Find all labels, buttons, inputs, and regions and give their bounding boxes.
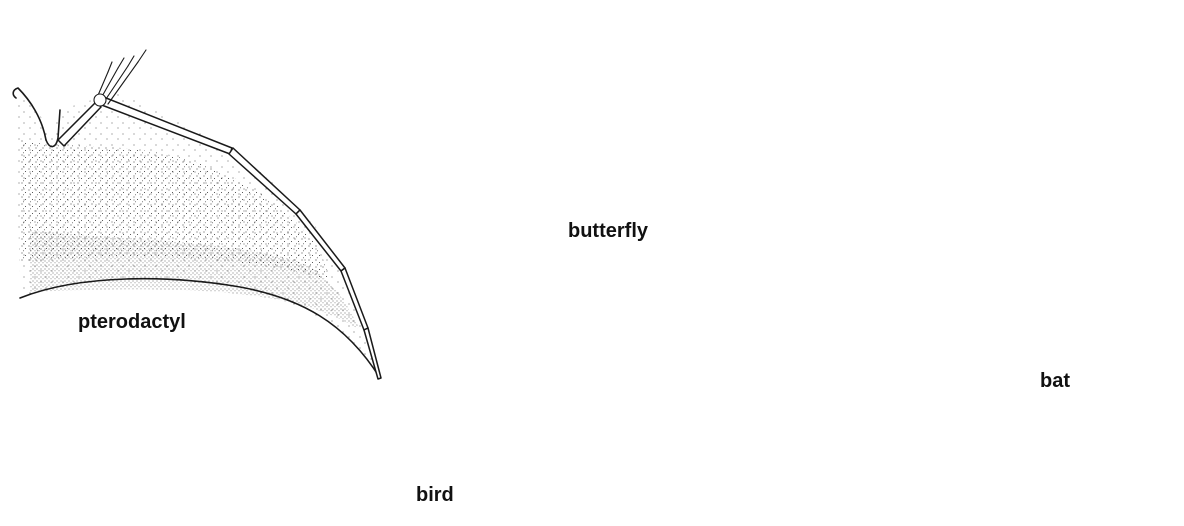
label-butterfly: butterfly [568, 220, 648, 243]
label-bird: bird [416, 484, 454, 507]
label-pterodactyl: pterodactyl [78, 311, 186, 334]
label-bat: bat [1040, 370, 1070, 393]
pterodactyl-wing [13, 50, 381, 379]
